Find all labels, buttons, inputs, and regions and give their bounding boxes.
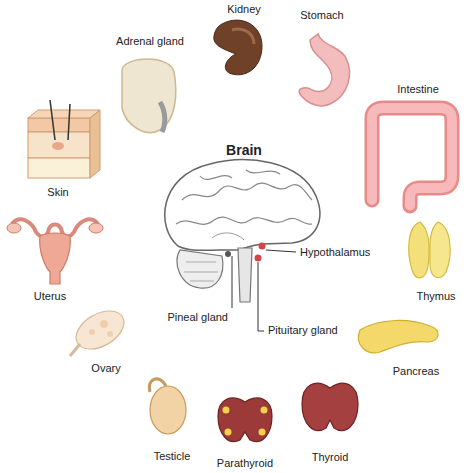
organ-label: Skin [47,186,68,199]
organ-label: Pineal gland [167,311,228,324]
organ-label: Thyroid [312,451,349,464]
organ-label: Intestine [397,83,439,96]
organ-label: Parathyroid [217,457,273,470]
organ-label: Hypothalamus [300,246,370,259]
organ-label: Thymus [416,290,455,303]
organ-label: Pituitary gland [268,324,338,337]
organ-label: Pancreas [393,365,439,378]
organ-label: Stomach [300,9,343,22]
organ-label: Adrenal gland [116,35,184,48]
organ-label: Ovary [91,362,120,375]
organ-label: Uterus [34,290,66,303]
center-heading: Brain [226,142,262,159]
organ-label: Testicle [154,450,191,463]
organ-label: Kidney [227,3,261,16]
